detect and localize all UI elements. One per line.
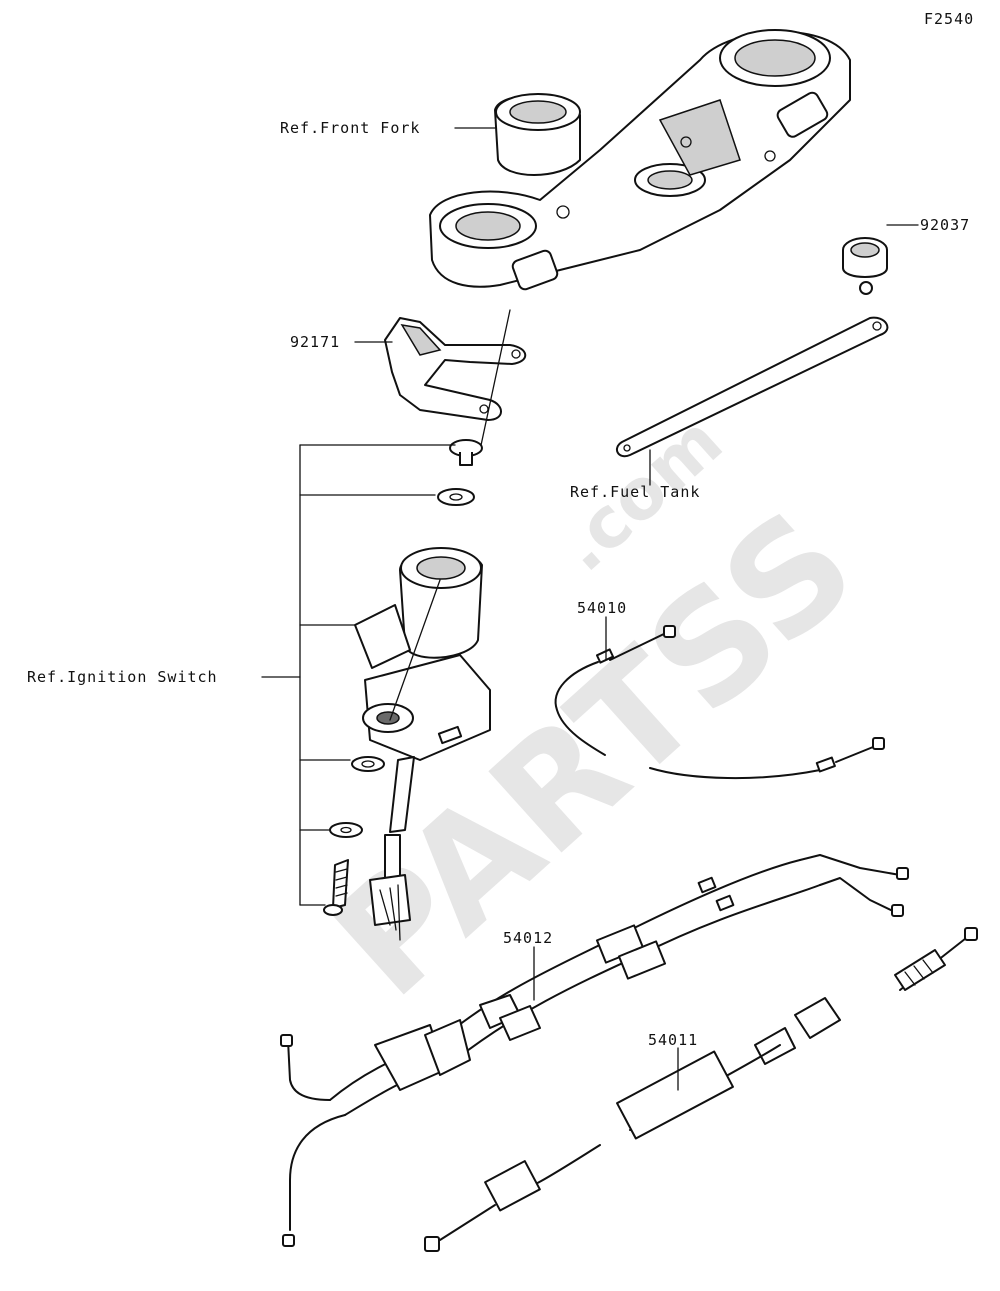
ignition-switch-bracket bbox=[261, 444, 456, 906]
part-54010-cable[interactable] bbox=[554, 625, 885, 780]
diagram-code: F2540 bbox=[924, 10, 974, 28]
part-54011-clutch-cable[interactable] bbox=[424, 927, 978, 1252]
label-92171: 92171 bbox=[290, 333, 340, 351]
part-54012-throttle-cables[interactable] bbox=[280, 854, 909, 1247]
part-92171-bracket[interactable] bbox=[384, 317, 527, 421]
ignition-switch-assembly[interactable] bbox=[323, 439, 491, 941]
label-ignition-switch: Ref.Ignition Switch bbox=[27, 668, 218, 686]
watermark: PARTSS .com bbox=[301, 400, 888, 1031]
label-54011: 54011 bbox=[648, 1031, 698, 1049]
guide-bolt-line bbox=[479, 309, 511, 451]
label-front-fork: Ref.Front Fork bbox=[280, 119, 420, 137]
label-fuel-tank: Ref.Fuel Tank bbox=[570, 483, 700, 501]
label-54012: 54012 bbox=[503, 929, 553, 947]
label-54010: 54010 bbox=[577, 599, 627, 617]
part-92037-collar[interactable] bbox=[842, 237, 888, 295]
fuel-tank-strap bbox=[615, 316, 889, 458]
label-92037: 92037 bbox=[920, 216, 970, 234]
upper-triple-clamp[interactable] bbox=[429, 29, 851, 291]
